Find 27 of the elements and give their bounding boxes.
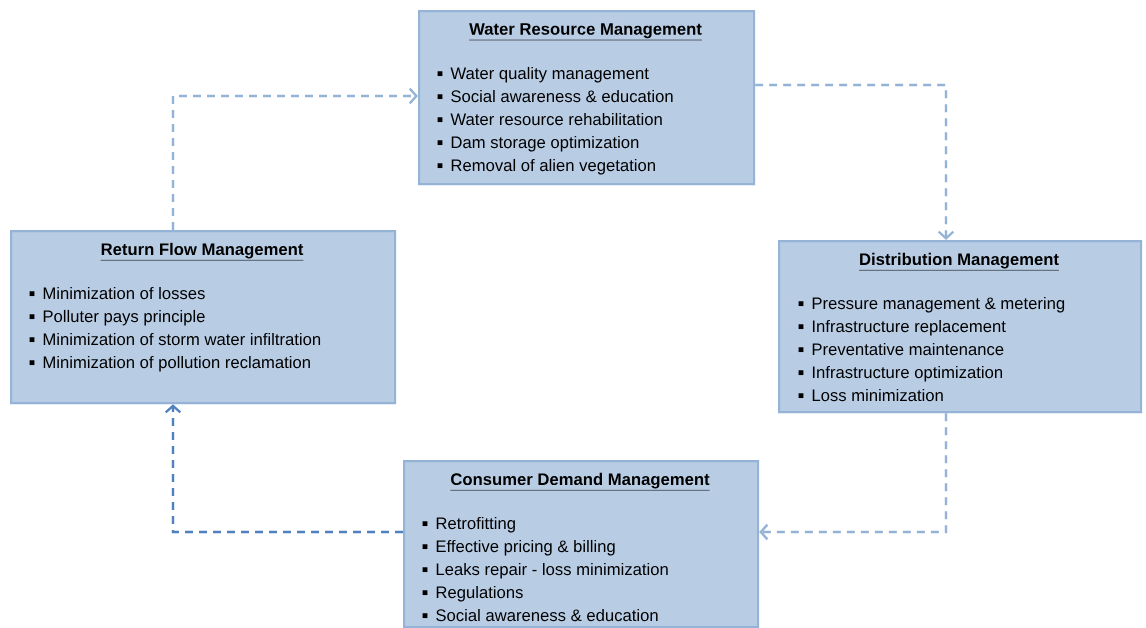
arrow	[164, 404, 403, 534]
arrow	[171, 87, 418, 230]
bullet-item: Preventative maintenance	[798, 342, 1004, 356]
box-heading: Return Flow Management	[100, 242, 304, 261]
bullet-item: Minimization of storm water infiltration	[29, 332, 321, 346]
bullet-item: Water quality management	[437, 66, 649, 83]
arrow	[755, 83, 955, 240]
bullet-item: Infrastructure replacement	[798, 319, 1006, 336]
bullet-item: Loss minimization	[798, 388, 943, 402]
bullet-item: Infrastructure optimization	[798, 365, 1003, 382]
bullet-item: Leaks repair - loss minimization	[422, 562, 668, 579]
bullet-item: Minimization of losses	[29, 286, 205, 300]
bullet-item: Minimization of pollution reclamation	[29, 355, 310, 372]
bullet-item: Effective pricing & billing	[422, 539, 615, 556]
bullet-item: Polluter pays principle	[29, 309, 205, 326]
bullet-item: Retrofitting	[422, 516, 515, 533]
bullet-item: Dam storage optimization	[437, 135, 639, 152]
box-heading: Consumer Demand Management	[450, 472, 710, 491]
bullet-item: Regulations	[422, 585, 523, 602]
box-heading: Water Resource Management	[468, 23, 703, 41]
arrow	[759, 413, 948, 541]
bullet-item: Removal of alien vegetation	[437, 158, 655, 175]
box-heading: Distribution Management	[858, 252, 1060, 271]
bullet-item: Social awareness & education	[437, 89, 673, 103]
bullet-item: Water resource rehabilitation	[437, 112, 662, 126]
bullet-item: Pressure management & metering	[798, 296, 1065, 313]
bullet-item: Social awareness & education	[422, 608, 658, 622]
